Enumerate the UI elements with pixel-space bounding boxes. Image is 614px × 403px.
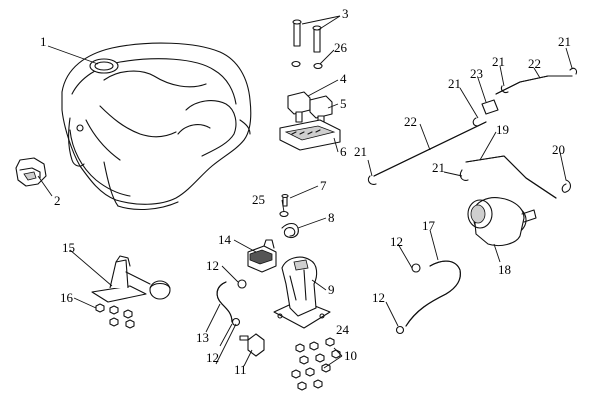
callout-2: 2 (54, 193, 61, 208)
clamp-screws (279, 193, 299, 239)
callout-21-e: 21 (432, 160, 445, 175)
callout-23: 23 (470, 66, 483, 81)
leader-lines (37, 15, 573, 369)
drain-pipe-set (459, 155, 572, 199)
callout-labels: 1 2 3 4 5 6 7 8 9 10 11 12 12 12 12 13 1… (40, 6, 571, 377)
callout-12-a: 12 (206, 258, 219, 273)
callout-4: 4 (340, 71, 347, 86)
callout-13: 13 (196, 330, 209, 345)
callout-14: 14 (218, 232, 232, 247)
callout-6: 6 (340, 144, 347, 159)
canister-hoses (395, 260, 461, 335)
callout-5: 5 (340, 96, 347, 111)
callout-25: 25 (252, 192, 265, 207)
fuel-level-sender (91, 255, 171, 329)
callout-16: 16 (60, 290, 74, 305)
callout-19: 19 (496, 122, 509, 137)
callout-17: 17 (422, 218, 436, 233)
rubber-bracket (15, 157, 47, 187)
callout-21-d: 21 (558, 34, 571, 49)
nut-set (291, 337, 341, 391)
pump-assembly (273, 256, 331, 329)
fuel-pump (247, 239, 277, 273)
callout-24: 24 (336, 322, 350, 337)
callout-20: 20 (552, 142, 565, 157)
callout-11: 11 (234, 362, 247, 377)
callout-21-a: 21 (354, 144, 367, 159)
bolts-set (291, 19, 323, 70)
callout-12-c: 12 (390, 234, 403, 249)
callout-7: 7 (320, 178, 327, 193)
breather-pipe-set (367, 67, 578, 185)
cap-block-assembly (279, 91, 341, 151)
callout-12-b: 12 (206, 350, 219, 365)
short-hose (216, 279, 247, 327)
callout-26: 26 (334, 40, 348, 55)
evap-canister (467, 197, 537, 247)
callout-1: 1 (40, 34, 47, 49)
callout-9: 9 (328, 282, 335, 297)
callout-15: 15 (62, 240, 75, 255)
callout-3: 3 (342, 6, 349, 21)
callout-10: 10 (344, 348, 357, 363)
callout-21-c: 21 (492, 54, 505, 69)
callout-22-b: 22 (528, 56, 541, 71)
callout-18: 18 (498, 262, 511, 277)
callout-12-d: 12 (372, 290, 385, 305)
callout-21-b: 21 (448, 76, 461, 91)
callout-8: 8 (328, 210, 335, 225)
fuel-tank (61, 42, 252, 211)
callout-22-a: 22 (404, 114, 417, 129)
check-valve (239, 333, 265, 357)
